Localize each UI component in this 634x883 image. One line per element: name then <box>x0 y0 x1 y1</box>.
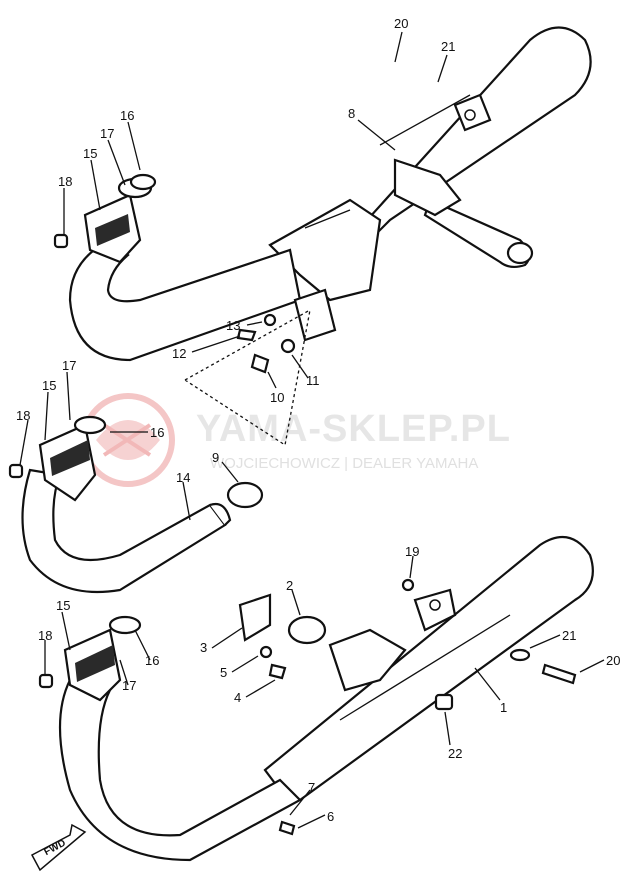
callout-15: 15 <box>83 146 97 161</box>
callout-11: 11 <box>306 373 320 388</box>
fwd-arrow: FWD <box>30 823 87 872</box>
callout-17b: 17 <box>62 358 76 373</box>
callout-13: 13 <box>226 318 240 333</box>
callout-4: 4 <box>234 690 241 705</box>
callout-1: 1 <box>500 700 507 715</box>
callout-leaders <box>19 31 605 829</box>
callout-3: 3 <box>200 640 207 655</box>
callout-7: 7 <box>308 780 315 795</box>
lower-muffler-1 <box>263 535 594 802</box>
callout-12: 12 <box>172 346 186 361</box>
callout-18: 18 <box>58 174 72 189</box>
callout-19: 19 <box>405 544 419 559</box>
callout-6: 6 <box>327 809 334 824</box>
callout-5: 5 <box>220 665 227 680</box>
clamp-assembly <box>236 288 337 374</box>
callout-9: 9 <box>212 450 219 465</box>
callout-2: 2 <box>286 578 293 593</box>
watermark-subtitle: WOJCIECHOWICZ | DEALER YAMAHA <box>210 455 479 472</box>
callout-labels: 20 21 8 16 17 15 18 13 12 10 11 17 15 18… <box>16 16 620 824</box>
callout-21: 21 <box>441 39 455 54</box>
callout-15c: 15 <box>56 598 70 613</box>
callout-18c: 18 <box>38 628 52 643</box>
callout-17c: 17 <box>122 678 136 693</box>
callout-22: 22 <box>448 746 462 761</box>
callout-15b: 15 <box>42 378 56 393</box>
callout-14: 14 <box>176 470 190 485</box>
callout-20: 20 <box>394 16 408 31</box>
callout-21b: 21 <box>562 628 576 643</box>
upper-header-pipe <box>53 173 302 362</box>
middle-header-pipe <box>8 415 264 594</box>
callout-16: 16 <box>120 108 134 123</box>
callout-8: 8 <box>348 106 355 121</box>
callout-18b: 18 <box>16 408 30 423</box>
callout-16b: 16 <box>150 425 164 440</box>
callout-17: 17 <box>100 126 114 141</box>
callout-16c: 16 <box>145 653 159 668</box>
callout-20b: 20 <box>606 653 620 668</box>
callout-10: 10 <box>270 390 284 405</box>
watermark-title: YAMA-SKLEP.PL <box>196 408 511 450</box>
lower-header-pipe <box>38 578 577 862</box>
upper-muffler-8 <box>268 26 592 302</box>
